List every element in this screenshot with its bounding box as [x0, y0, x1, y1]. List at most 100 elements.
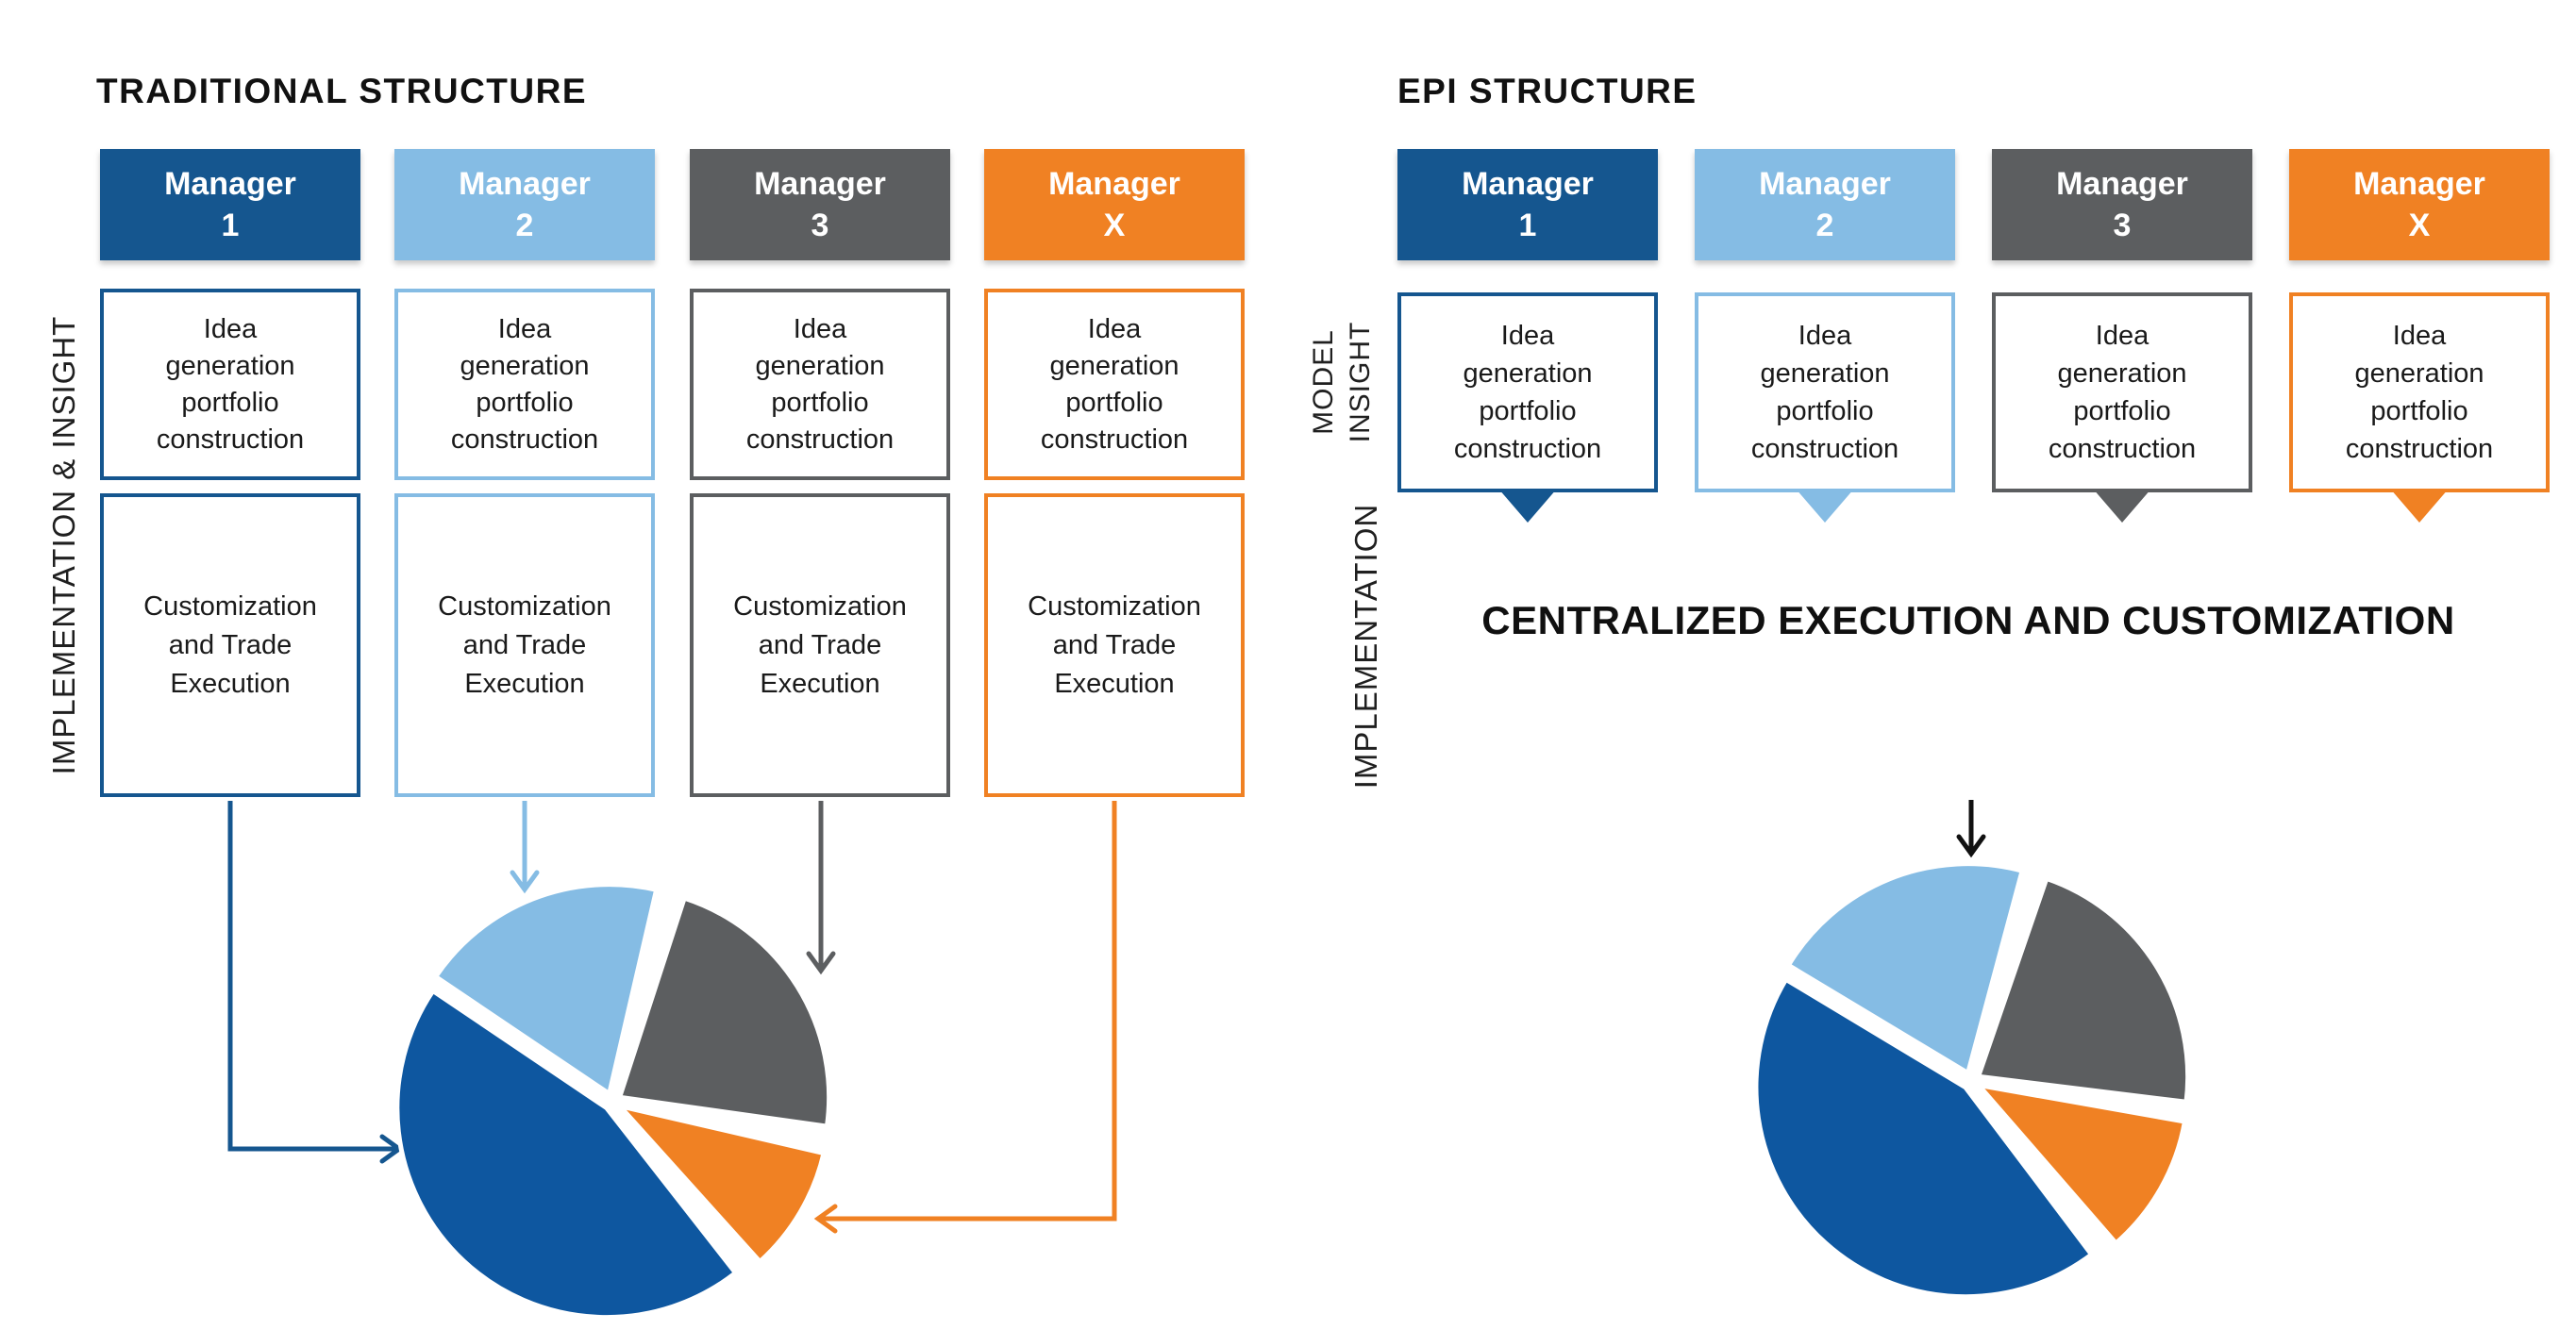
right-section-title: EPI STRUCTURE	[1397, 72, 1698, 110]
callout-pointer-triangle	[1498, 489, 1557, 523]
customization-box-line: Execution	[760, 668, 880, 699]
customization-box-line: Execution	[170, 668, 291, 699]
idea-box-line: construction	[1453, 434, 1602, 464]
manager-header-line1: Manager	[1048, 166, 1180, 202]
manager-x-to-pie-arrow	[813, 801, 1117, 1234]
traditional-combined-portfolio-pie-slice	[433, 882, 660, 1097]
idea-generation-box: Idea generation portfolio construction	[394, 289, 655, 480]
centralized-execution-caption: CENTRALIZED EXECUTION AND CUSTOMIZATION	[1481, 598, 2455, 642]
idea-box-line: Idea	[1087, 313, 1142, 344]
manager-header: Manager 3	[1992, 149, 2252, 260]
idea-box-line: Idea	[203, 313, 258, 344]
idea-box-line: construction	[2345, 434, 2494, 464]
traditional-manager-3-column: Manager 3 Idea generation portfolio cons…	[690, 0, 950, 1330]
idea-box-line: portfolio	[2073, 396, 2171, 426]
idea-box-line: portfolio	[1065, 387, 1163, 418]
traditional-manager-2-column: Manager 2 Idea generation portfolio cons…	[394, 0, 655, 1330]
idea-box-line: generation	[1049, 350, 1179, 381]
idea-box-line: generation	[2057, 358, 2187, 389]
idea-box-line: generation	[755, 350, 885, 381]
idea-box-line: construction	[1750, 434, 1899, 464]
customization-trade-execution-box: Customization and Trade Execution	[984, 493, 1245, 797]
manager-header-line2: X	[2408, 208, 2431, 243]
manager-header-line2: 3	[811, 208, 829, 243]
idea-box-line: Idea	[497, 313, 552, 344]
customization-box-line: Customization	[733, 590, 907, 622]
idea-generation-box: Idea generation portfolio construction	[984, 289, 1245, 480]
manager-header-line1: Manager	[459, 166, 591, 202]
customization-box-line: Customization	[438, 590, 611, 622]
manager-header-line2: 2	[515, 208, 534, 243]
manager-header-line2: 2	[1815, 208, 1834, 243]
customization-box-line: and Trade	[462, 629, 587, 660]
idea-box-line: Idea	[793, 313, 847, 344]
customization-trade-execution-box: Customization and Trade Execution	[690, 493, 950, 797]
idea-generation-box: Idea generation portfolio construction	[100, 289, 360, 480]
traditional-combined-portfolio-pie-slice	[394, 988, 739, 1321]
manager-header: Manager 1	[1397, 149, 1658, 260]
manager-header: Manager X	[2289, 149, 2550, 260]
epi-centralized-portfolio-pie-slice	[1976, 875, 2191, 1105]
manager-header: Manager 2	[1695, 149, 1955, 260]
customization-box-line: Customization	[1028, 590, 1201, 622]
customization-trade-execution-box: Customization and Trade Execution	[100, 493, 360, 797]
idea-box-line: Idea	[1500, 321, 1555, 351]
idea-box-line: portfolio	[2370, 396, 2468, 426]
callout-pointer-triangle	[1796, 489, 1854, 523]
idea-generation-box: Idea generation portfolio construction	[690, 289, 950, 480]
idea-box-line: portfolio	[1776, 396, 1874, 426]
idea-box-line: Idea	[2392, 321, 2447, 351]
epi-manager-x-column: Manager X Idea generation portfolio cons…	[2289, 0, 2550, 1330]
epi-manager-3-column: Manager 3 Idea generation portfolio cons…	[1992, 0, 2252, 1330]
traditional-combined-portfolio-pie-slice	[617, 1104, 827, 1265]
manager-header: Manager 2	[394, 149, 655, 260]
idea-box-line: generation	[1463, 358, 1593, 389]
idea-box-line: Idea	[2095, 321, 2149, 351]
manager-header-line1: Manager	[2353, 166, 2485, 202]
idea-box-line: construction	[745, 424, 895, 455]
manager-header-line1: Manager	[754, 166, 886, 202]
callout-pointer-triangle	[2093, 489, 2151, 523]
manager-header-line1: Manager	[1759, 166, 1891, 202]
idea-box-line: portfolio	[476, 387, 574, 418]
manager-header-line1: Manager	[2056, 166, 2188, 202]
idea-box-line: construction	[156, 424, 305, 455]
manager-1-to-pie-arrow	[227, 801, 404, 1164]
epi-manager-2-column: Manager 2 Idea generation portfolio cons…	[1695, 0, 1955, 1330]
manager-header-line2: 1	[221, 208, 240, 243]
idea-box-line: generation	[2354, 358, 2484, 389]
idea-box-line: construction	[2048, 434, 2197, 464]
customization-box-line: Execution	[464, 668, 585, 699]
idea-box-line: portfolio	[1479, 396, 1577, 426]
manager-header: Manager X	[984, 149, 1245, 260]
customization-box-line: and Trade	[758, 629, 882, 660]
manager-header: Manager 1	[100, 149, 360, 260]
customization-box-line: Customization	[143, 590, 317, 622]
customization-trade-execution-box: Customization and Trade Execution	[394, 493, 655, 797]
manager-header-line1: Manager	[164, 166, 296, 202]
manager-header-line2: 3	[2113, 208, 2132, 243]
idea-generation-box: Idea generation portfolio construction	[1397, 292, 1658, 492]
manager-header-line2: X	[1103, 208, 1126, 243]
customization-box-line: and Trade	[168, 629, 293, 660]
idea-box-line: portfolio	[181, 387, 279, 418]
idea-box-line: construction	[450, 424, 599, 455]
idea-box-line: generation	[165, 350, 295, 381]
callout-pointer-triangle	[2390, 489, 2449, 523]
idea-box-line: construction	[1040, 424, 1189, 455]
idea-generation-box: Idea generation portfolio construction	[1695, 292, 1955, 492]
traditional-manager-x-column: Manager X Idea generation portfolio cons…	[984, 0, 1245, 1330]
idea-box-line: Idea	[1798, 321, 1852, 351]
manager-header: Manager 3	[690, 149, 950, 260]
customization-box-line: Execution	[1054, 668, 1175, 699]
idea-box-line: generation	[1760, 358, 1890, 389]
epi-manager-1-column: Manager 1 Idea generation portfolio cons…	[1397, 0, 1658, 1330]
epi-centralized-portfolio-pie-slice	[1785, 861, 2025, 1076]
customization-box-line: and Trade	[1052, 629, 1177, 660]
manager-header-line2: 1	[1518, 208, 1537, 243]
traditional-manager-1-column: Manager 1 Idea generation portfolio cons…	[100, 0, 360, 1330]
epi-centralized-portfolio-pie-slice	[1976, 1082, 2187, 1246]
traditional-combined-portfolio-pie-slice	[617, 895, 832, 1129]
